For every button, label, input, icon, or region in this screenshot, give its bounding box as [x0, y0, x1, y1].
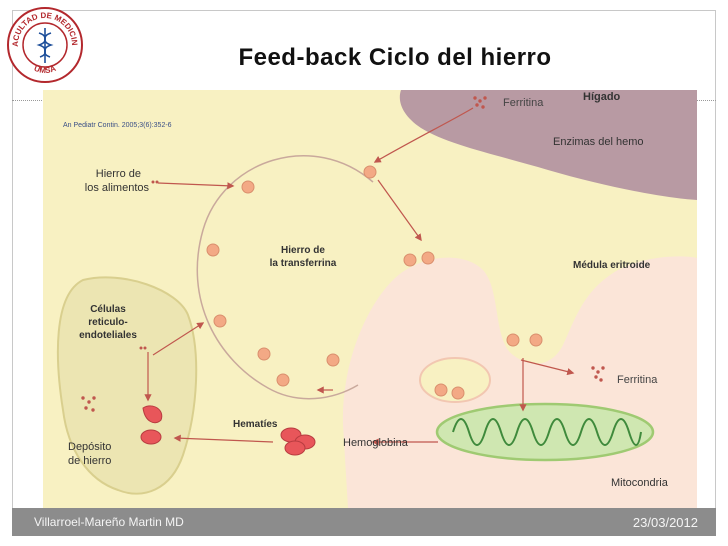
slide-footer: Villarroel-Mareño Martin MD 23/03/2012 — [12, 508, 716, 536]
slide-title: Feed-back Ciclo del hierro — [238, 44, 552, 71]
label-hierro-alimentos-2: los alimentos — [85, 182, 150, 194]
label-celulas-2: reticulo- — [88, 317, 127, 328]
label-medula-eritroide: Médula eritroide — [573, 260, 651, 271]
label-deposito-1: Depósito — [68, 441, 111, 453]
svg-text:UMSA: UMSA — [33, 64, 57, 75]
label-transferrina-2: la transferrina — [270, 258, 337, 269]
reticuloendothelial-cell — [56, 276, 198, 495]
footer-author: Villarroel-Mareño Martin MD — [34, 515, 184, 529]
mitochondrion — [435, 402, 655, 462]
caduceus-icon — [36, 28, 54, 63]
label-deposito-2: de hierro — [68, 455, 111, 467]
label-ferritina-medula: Ferritina — [617, 374, 658, 386]
footer-date: 23/03/2012 — [632, 515, 698, 530]
label-enzimas-hemo: Enzimas del hemo — [553, 136, 644, 148]
label-transferrina-1: Hierro de — [281, 245, 325, 256]
citation-text: An Pediatr Contin. 2005;3(6):352-6 — [63, 122, 172, 129]
transferrin-iron-molecules — [206, 165, 543, 400]
ferritin-clusters — [81, 96, 605, 412]
label-hematies: Hematíes — [233, 419, 278, 430]
label-celulas-1: Células — [90, 304, 126, 315]
logo-bottom-text: UMSA — [33, 64, 57, 75]
iron-cycle-diagram: An Pediatr Contin. 2005;3(6):352-6 Ferri… — [43, 90, 697, 508]
label-mitocondria: Mitocondria — [611, 477, 669, 489]
erythrocytes — [140, 405, 316, 456]
label-higado: Hígado — [583, 91, 621, 103]
label-hemoglobina: Hemoglobina — [343, 437, 409, 449]
faculty-seal-logo: FACULTAD DE MEDICINA UMSA — [3, 0, 84, 84]
label-ferritina-higado: Ferritina — [503, 97, 544, 109]
transferrin-cycle-circle — [196, 155, 374, 400]
label-hierro-alimentos-1: Hierro de — [96, 168, 141, 180]
liver-region — [399, 90, 697, 200]
arrows — [144, 107, 575, 446]
label-celulas-3: endoteliales — [79, 330, 137, 341]
